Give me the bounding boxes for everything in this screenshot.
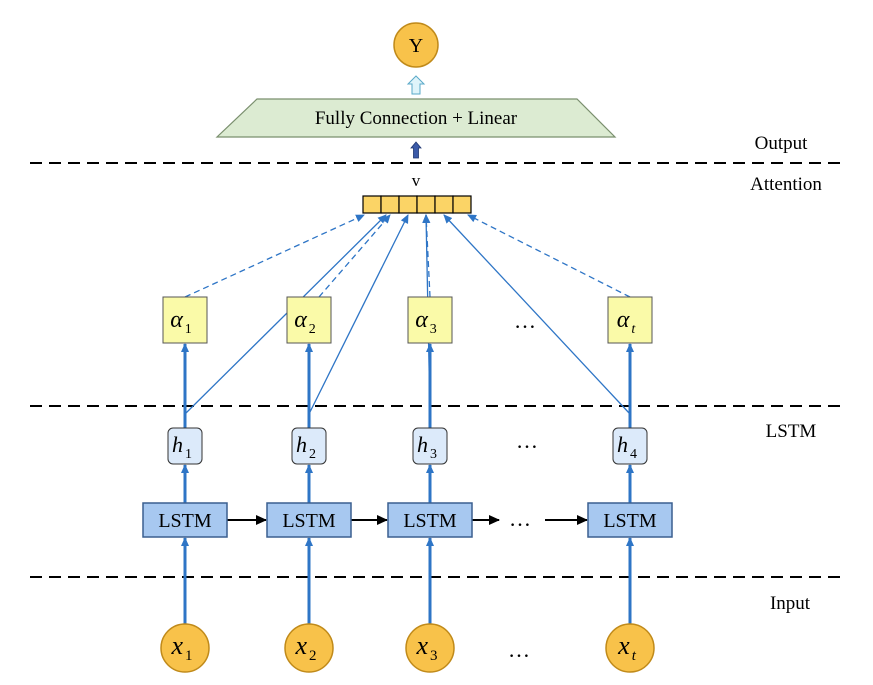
attention-vector-cell: [398, 195, 418, 214]
input-circle: [405, 623, 455, 673]
ellipsis-input: …: [508, 637, 530, 662]
hidden-to-vector-line: [308, 214, 409, 415]
input-circle: [160, 623, 210, 673]
lstm-label: LSTM: [403, 510, 457, 532]
attention-vector-cell: [452, 195, 472, 214]
hidden-box: [291, 427, 327, 465]
hidden-to-vector-line: [184, 214, 387, 415]
fc-layer: [215, 98, 617, 138]
input-circle: [605, 623, 655, 673]
alpha-to-vector-line: [422, 214, 431, 298]
hidden-box: [612, 427, 648, 465]
input-circle: [284, 623, 334, 673]
lstm-cell: LSTM: [387, 502, 473, 538]
label-output: Output: [755, 133, 809, 154]
lstm-cell: LSTM: [266, 502, 352, 538]
connections: [181, 214, 634, 624]
hidden-box: [412, 427, 448, 465]
fc-layer-label: Fully Connection + Linear: [315, 108, 518, 129]
alpha-to-vector-line: [318, 214, 391, 298]
lstm-box: [266, 502, 352, 538]
lstm-cell: LSTM: [142, 502, 228, 538]
alpha-to-vector-line: [467, 214, 631, 298]
alpha-box: [286, 296, 332, 344]
label-lstm: LSTM: [766, 421, 817, 442]
lstm-cell: LSTM: [587, 502, 673, 538]
lstm-box: [387, 502, 473, 538]
ellipsis-alpha: …: [514, 308, 536, 333]
lstm-box: [142, 502, 228, 538]
lstm-label: LSTM: [158, 510, 212, 532]
fc-to-output-arrow: [406, 75, 426, 95]
vector-label: v: [412, 171, 421, 190]
lstm-box: [587, 502, 673, 538]
alpha-box: [607, 296, 653, 344]
alpha-to-vector-line: [184, 214, 365, 298]
attention-vector: [362, 195, 472, 214]
attention-vector-cell: [362, 195, 382, 214]
attention-vector-cell: [434, 195, 454, 214]
output-node: [393, 22, 439, 68]
label-attention: Attention: [750, 174, 822, 195]
ellipsis-hidden: …: [516, 428, 538, 453]
alpha-box: [162, 296, 208, 344]
alpha-box: [407, 296, 453, 344]
ellipsis-lstm: …: [509, 506, 531, 531]
vector-to-fc-arrow: [410, 141, 422, 159]
attention-vector-cell: [416, 195, 436, 214]
hidden-to-vector-line: [443, 214, 631, 415]
label-input: Input: [770, 593, 811, 614]
output-node-label: Y: [409, 35, 423, 57]
hidden-box: [167, 427, 203, 465]
attention-vector-cell: [380, 195, 400, 214]
lstm-label: LSTM: [282, 510, 336, 532]
lstm-label: LSTM: [603, 510, 657, 532]
